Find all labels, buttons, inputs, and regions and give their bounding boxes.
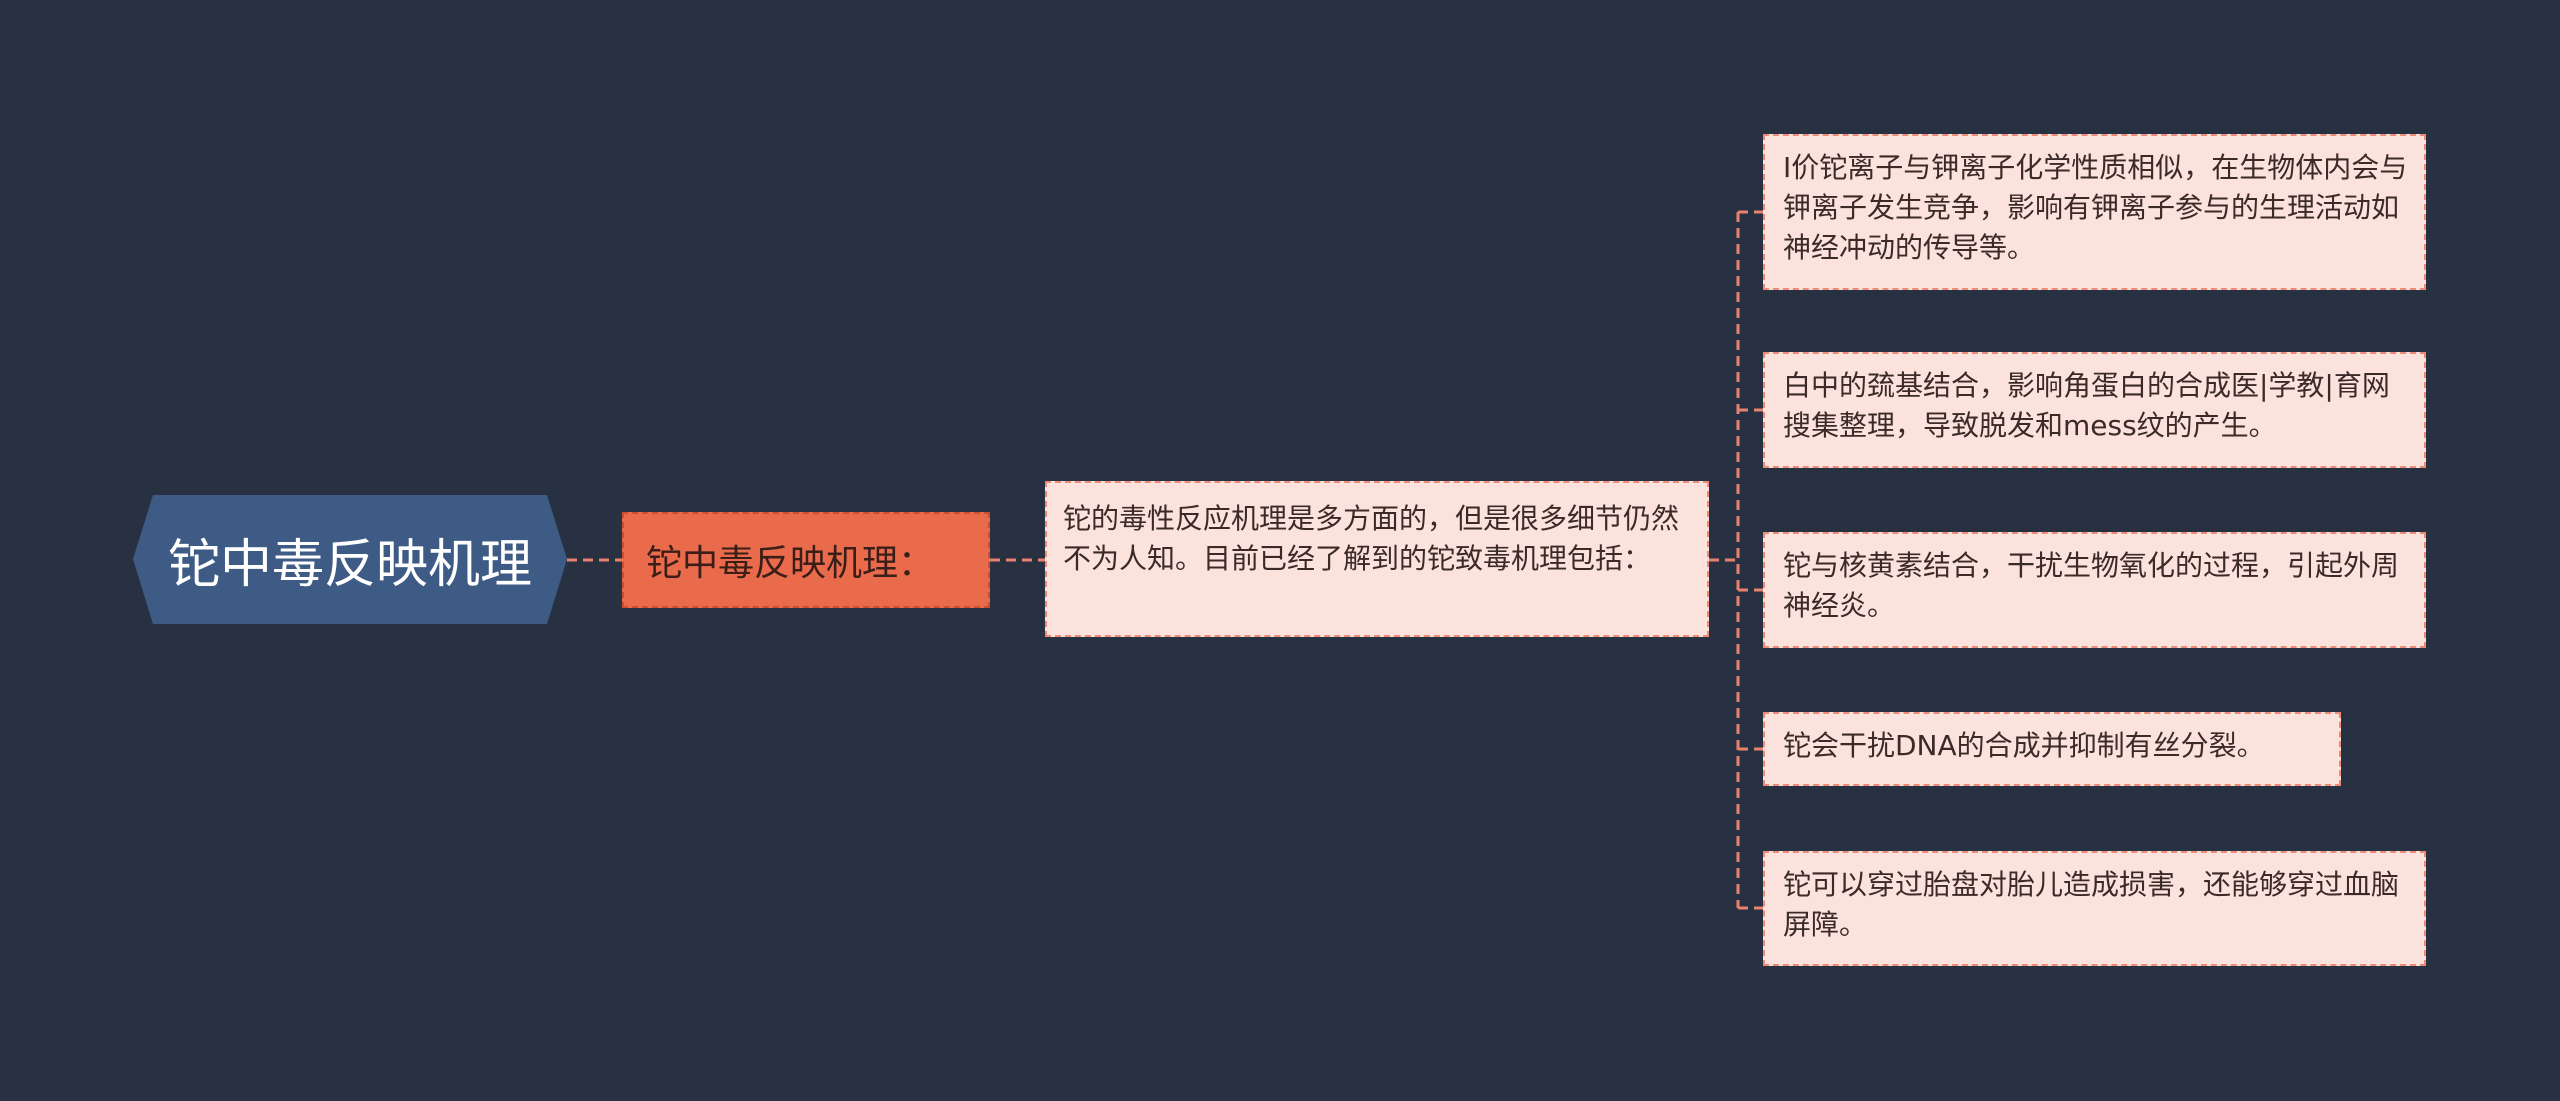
root-topic-node[interactable]: 铊中毒反映机理 <box>133 495 567 624</box>
detail-node-riboflavin-binding[interactable]: 铊与核黄素结合，干扰生物氧化的过程，引起外周神经炎。 <box>1763 532 2426 648</box>
detail-text: 铊可以穿过胎盘对胎儿造成损害，还能够穿过血脑屏障。 <box>1783 868 2400 941</box>
detail-node-dna-synthesis[interactable]: 铊会干扰DNA的合成并抑制有丝分裂。 <box>1763 712 2341 786</box>
summary-topic-node[interactable]: 铊的毒性反应机理是多方面的，但是很多细节仍然不为人知。目前已经了解到的铊致毒机理… <box>1045 481 1709 637</box>
detail-text: I价铊离子与钾离子化学性质相似，在生物体内会与钾离子发生竞争，影响有钾离子参与的… <box>1783 151 2408 264</box>
summary-topic-text: 铊的毒性反应机理是多方面的，但是很多细节仍然不为人知。目前已经了解到的铊致毒机理… <box>1063 502 1680 575</box>
detail-text: 铊与核黄素结合，干扰生物氧化的过程，引起外周神经炎。 <box>1783 549 2400 622</box>
detail-node-potassium-competition[interactable]: I价铊离子与钾离子化学性质相似，在生物体内会与钾离子发生竞争，影响有钾离子参与的… <box>1763 134 2426 290</box>
detail-node-keratin-synthesis[interactable]: 白中的巯基结合，影响角蛋白的合成医|学教|育网搜集整理，导致脱发和mess纹的产… <box>1763 352 2426 468</box>
detail-node-placenta-barrier[interactable]: 铊可以穿过胎盘对胎儿造成损害，还能够穿过血脑屏障。 <box>1763 851 2426 966</box>
branch-topic-node[interactable]: 铊中毒反映机理： <box>622 512 990 608</box>
detail-text: 铊会干扰DNA的合成并抑制有丝分裂。 <box>1783 729 2265 762</box>
detail-text: 白中的巯基结合，影响角蛋白的合成医|学教|育网搜集整理，导致脱发和mess纹的产… <box>1783 369 2390 442</box>
root-topic-label: 铊中毒反映机理 <box>167 535 532 595</box>
branch-topic-label: 铊中毒反映机理： <box>646 543 935 584</box>
